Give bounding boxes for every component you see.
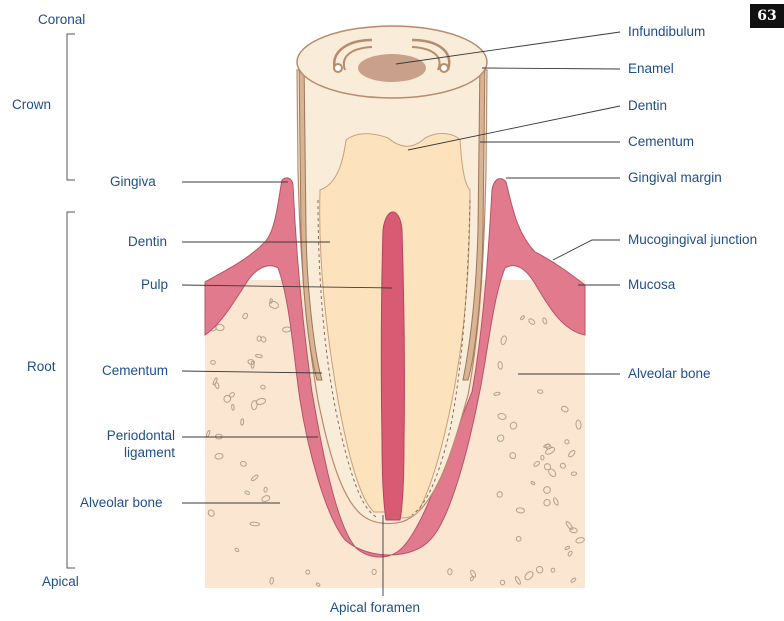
scale-label-apical: Apical [42, 574, 79, 590]
label-periodontal-line2: ligament [82, 445, 175, 461]
label-alveolar-bone-right: Alveolar bone [628, 366, 711, 382]
infundibulum-hook-left [334, 64, 342, 72]
label-alveolar-bone-left: Alveolar bone [80, 495, 163, 511]
label-infundibulum: Infundibulum [628, 24, 705, 40]
label-enamel: Enamel [628, 61, 674, 77]
label-dentin-left: Dentin [128, 234, 167, 250]
scale-label-coronal: Coronal [38, 12, 85, 28]
root-bracket [67, 212, 75, 568]
infundibulum-center [358, 54, 426, 82]
pulp-cavity [381, 212, 404, 520]
leader-enamel [482, 68, 620, 69]
label-gingiva: Gingiva [110, 174, 156, 190]
label-cementum-right: Cementum [628, 134, 694, 150]
scale-label-root: Root [27, 359, 56, 375]
page-number-badge: 63 [750, 4, 784, 28]
label-mucogingival-junction: Mucogingival junction [628, 232, 757, 248]
label-apical-foramen: Apical foramen [330, 600, 420, 616]
infundibulum-hook-right [440, 64, 448, 72]
label-gingival-margin: Gingival margin [628, 170, 722, 186]
scale-label-crown: Crown [12, 97, 51, 113]
crown-bracket [67, 34, 75, 180]
label-pulp: Pulp [141, 277, 168, 293]
label-dentin-right: Dentin [628, 98, 667, 114]
label-cementum-left: Cementum [102, 363, 168, 379]
label-mucosa: Mucosa [628, 277, 675, 293]
leader-mucogingival [553, 240, 620, 260]
label-periodontal-line1: Periodontal [82, 428, 175, 444]
scale-brackets [67, 34, 75, 568]
